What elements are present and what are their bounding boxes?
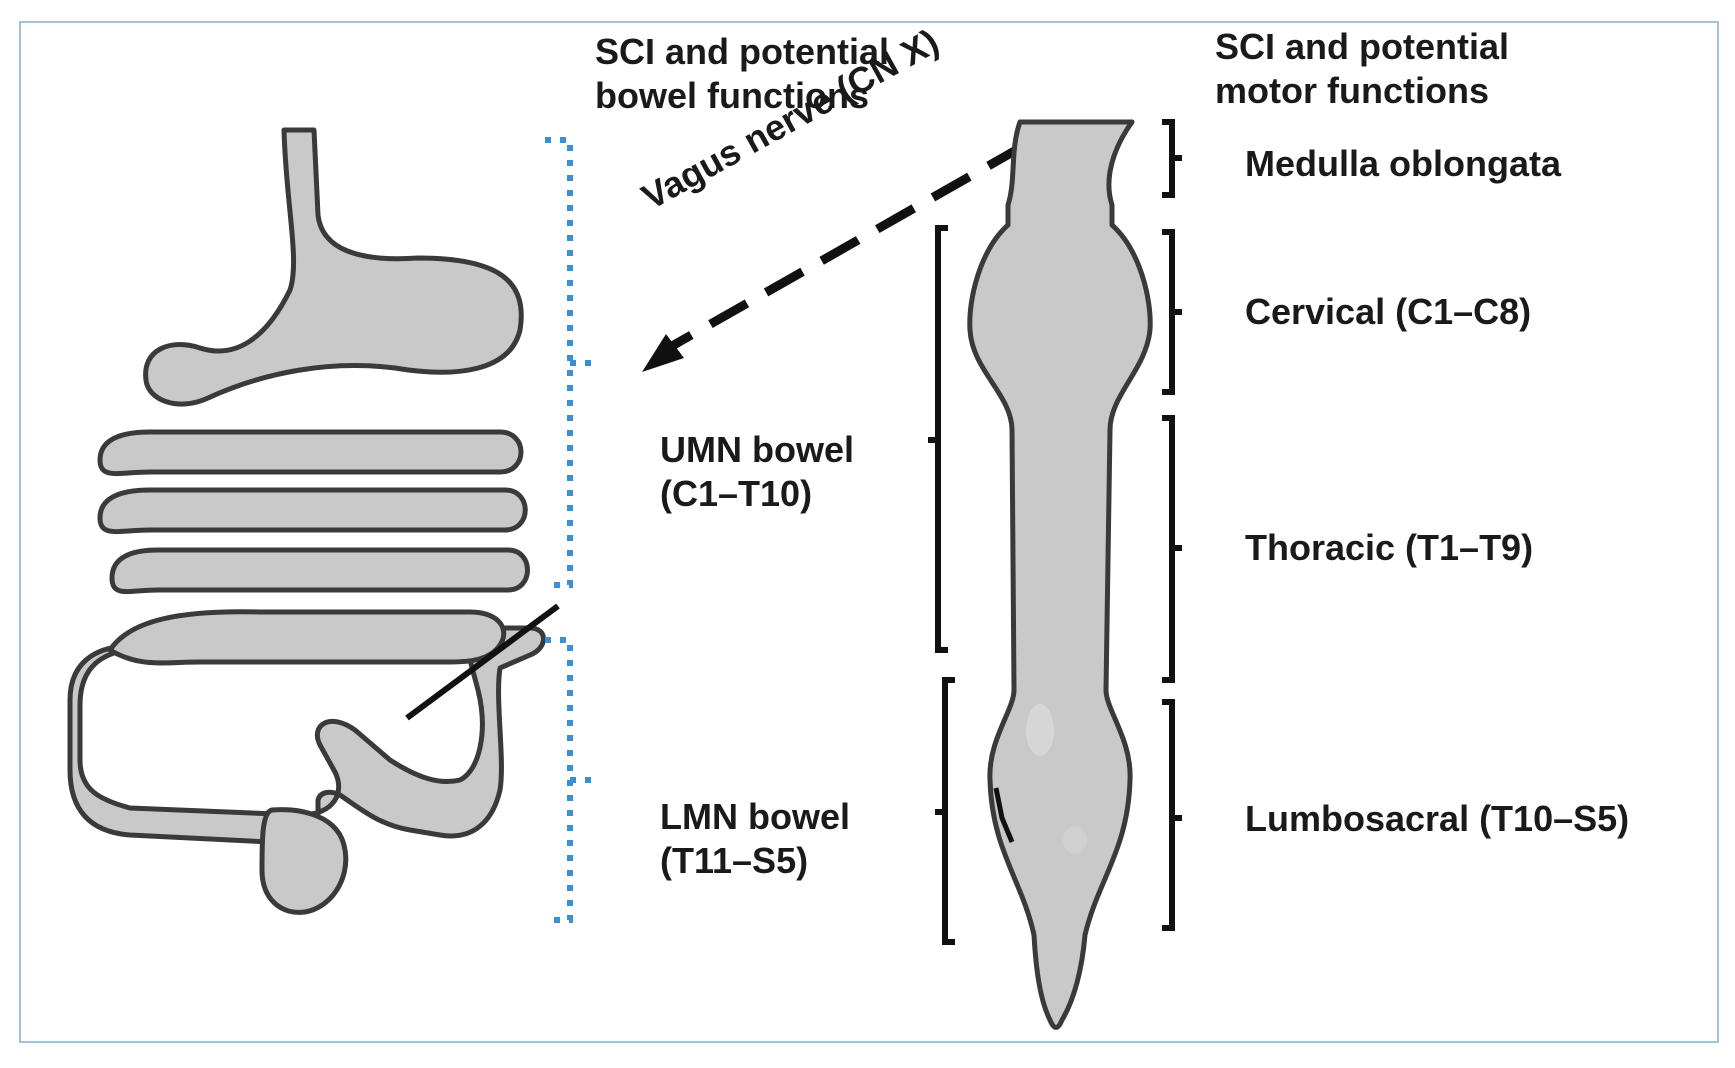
motor-heading: SCI and potential motor functions	[1215, 25, 1509, 113]
vagus-nerve-arrow	[662, 141, 1028, 354]
cord-patch	[1063, 826, 1087, 854]
cord-patch	[1026, 704, 1054, 756]
bowel-dotted-brackets	[545, 137, 598, 923]
vagus-arrowhead	[642, 334, 684, 372]
gi-tract	[67, 127, 546, 915]
lmn-bowel-line-1: LMN bowel	[660, 796, 850, 837]
bowel-heading: SCI and potential bowel functions	[595, 30, 889, 118]
spinal-cord	[967, 119, 1153, 1030]
small-intestine-coil-2	[97, 487, 528, 535]
region-cervical: Cervical (C1–C8)	[1245, 291, 1532, 332]
small-intestine-coil-1	[97, 429, 524, 477]
umn-bowel-line-2: (C1–T10)	[660, 472, 813, 514]
cord-injury-mark	[993, 787, 1015, 843]
bowel-heading-line-1: SCI and potential	[595, 31, 890, 72]
lmn-bowel-label: LMN bowel (T11–S5)	[660, 795, 850, 883]
cord-left-brackets	[928, 225, 955, 945]
bowel-heading-line-2: bowel functions	[595, 74, 869, 116]
umn-bowel-line-1: UMN bowel	[660, 429, 854, 470]
transverse-colon	[107, 609, 507, 666]
motor-heading-line-1: SCI and potential	[1215, 26, 1510, 67]
cord-right-brackets	[1162, 119, 1182, 931]
stomach	[143, 127, 524, 407]
region-lumbosacral: Lumbosacral (T10–S5)	[1245, 798, 1630, 839]
region-medulla-oblongata: Medulla oblongata	[1245, 143, 1562, 184]
rectum	[259, 807, 349, 915]
motor-heading-line-2: motor functions	[1215, 69, 1489, 111]
region-thoracic: Thoracic (T1–T9)	[1245, 527, 1534, 568]
bowel-injury-line	[405, 603, 560, 721]
small-intestine-coil-3	[109, 547, 530, 595]
lmn-bowel-line-2: (T11–S5)	[660, 839, 809, 881]
umn-bowel-label: UMN bowel (C1–T10)	[660, 428, 854, 516]
umn-dotted-bracket	[545, 137, 573, 588]
